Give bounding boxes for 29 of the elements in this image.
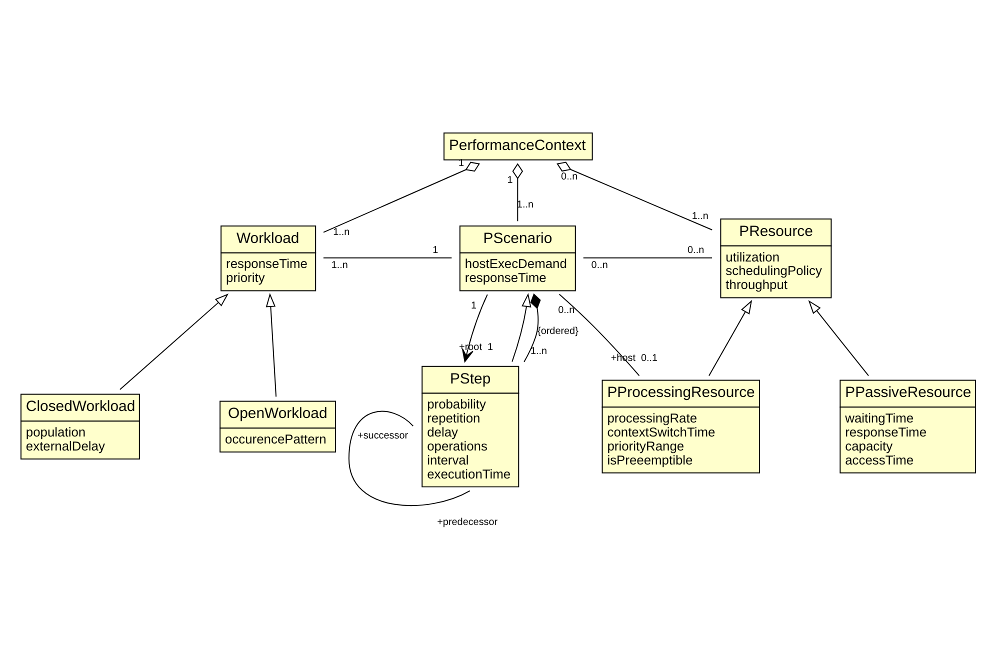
label: 1 [507, 174, 513, 186]
label: 0..n [558, 305, 575, 316]
label: 1 [470, 300, 477, 312]
label: +predecessor [437, 517, 498, 528]
label: 1..n [516, 199, 534, 210]
label: 1..n [331, 260, 348, 271]
arrow [808, 300, 870, 376]
label: 1..n [530, 346, 548, 357]
arrow [120, 294, 229, 390]
arrow [462, 294, 488, 362]
label: +successor [358, 430, 408, 442]
arrow [266, 293, 277, 398]
edge-label: {ordered} [538, 326, 578, 338]
connector [322, 257, 452, 258]
label: 0..n [591, 260, 608, 271]
connector [524, 293, 541, 362]
label: 1..n [692, 211, 708, 222]
arrow [512, 293, 532, 362]
connector [348, 410, 470, 506]
arrow [708, 300, 752, 376]
connector [558, 294, 640, 376]
label: 0..n [561, 172, 578, 183]
connector [323, 162, 480, 233]
connector [556, 162, 713, 230]
connector [512, 163, 524, 222]
connector [582, 257, 713, 258]
label: 0..n [688, 244, 704, 256]
label: 1 [432, 244, 438, 256]
label: 1..n [333, 227, 350, 238]
